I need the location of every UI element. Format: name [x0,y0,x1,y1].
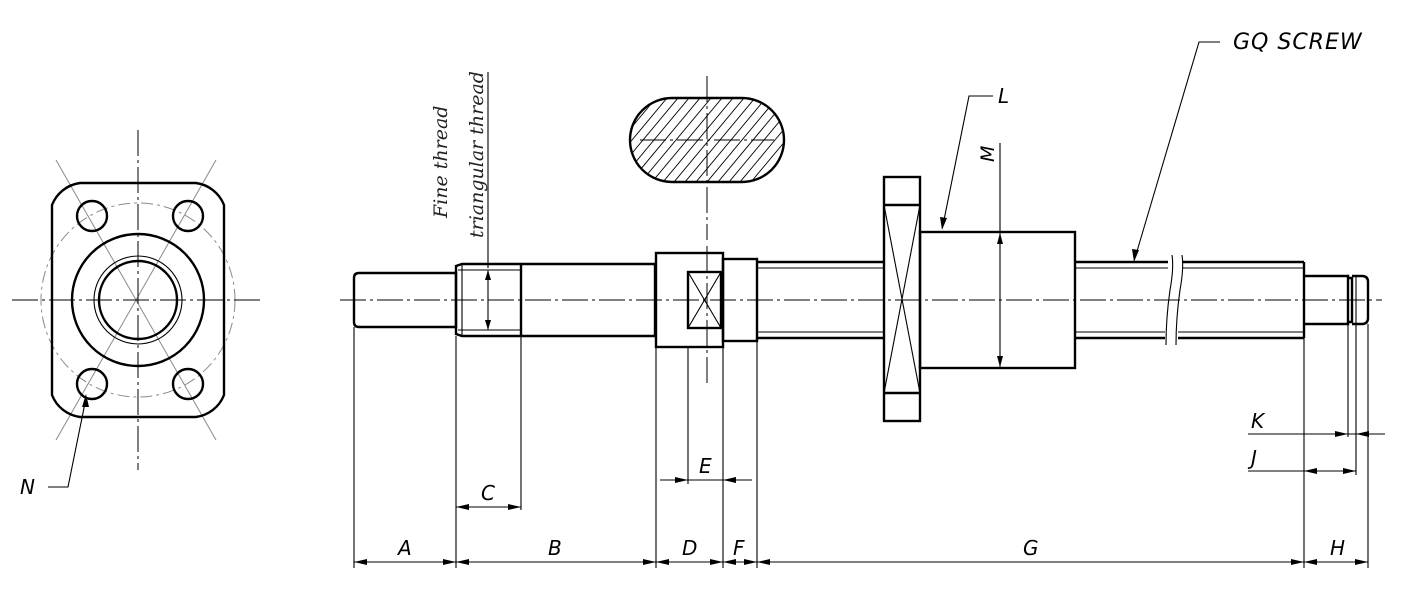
dimension-arrowhead [643,559,656,565]
dim-label-k: K [1251,409,1266,433]
section-hatch-line [779,98,784,182]
dimension-arrowhead [1291,559,1304,565]
thread-note: Fine thread triangular thread [430,71,491,330]
dimension-arrowhead [656,559,669,565]
dimensions: A B D F G H C E J K [353,324,1385,568]
callout-label-m: M [977,146,999,162]
dim-label-j: J [1247,446,1257,470]
dim-label-h: H [1330,536,1345,560]
dimension-arrowhead [1304,559,1317,565]
product-callout: GQ SCREW [1132,30,1363,262]
section-hatch-line [791,80,891,200]
product-name-label: GQ SCREW [1233,30,1363,55]
dimension-arrowhead [723,559,736,565]
dim-label-b: B [548,536,562,560]
dimension-arrowhead [710,559,723,565]
dimension-arrowhead [744,559,757,565]
ball-screw-shaft [340,175,1382,423]
thread-note-line2: triangular thread [466,71,488,238]
section-hatch-line [802,80,902,200]
dimension-arrowhead [1355,559,1368,565]
dimension-arrowhead [443,559,456,565]
dim-label-a: A [396,536,412,560]
dim-label-g: G [1023,536,1039,560]
shaft-cross-section [628,76,913,240]
callout-label-n: N [20,475,35,499]
flange-end-view [12,130,262,470]
dim-label-d: D [682,536,697,560]
section-hatch-line [724,98,784,182]
dim-label-f: F [733,536,745,560]
dim-label-c: C [481,481,495,505]
dimension-arrowhead [757,559,770,565]
dim-label-e: E [699,454,712,478]
nut-diameter-dimension: M [977,143,1003,368]
section-hatch-line [630,98,683,182]
thread-note-line1: Fine thread [430,106,452,219]
dimension-arrowhead [456,559,469,565]
dimension-arrowhead [354,559,367,565]
callout-label-l: L [998,84,1009,108]
mounting-hole-callout: N [20,394,89,499]
section-hatch-line [813,80,913,200]
nut-callout: L [940,84,1009,230]
